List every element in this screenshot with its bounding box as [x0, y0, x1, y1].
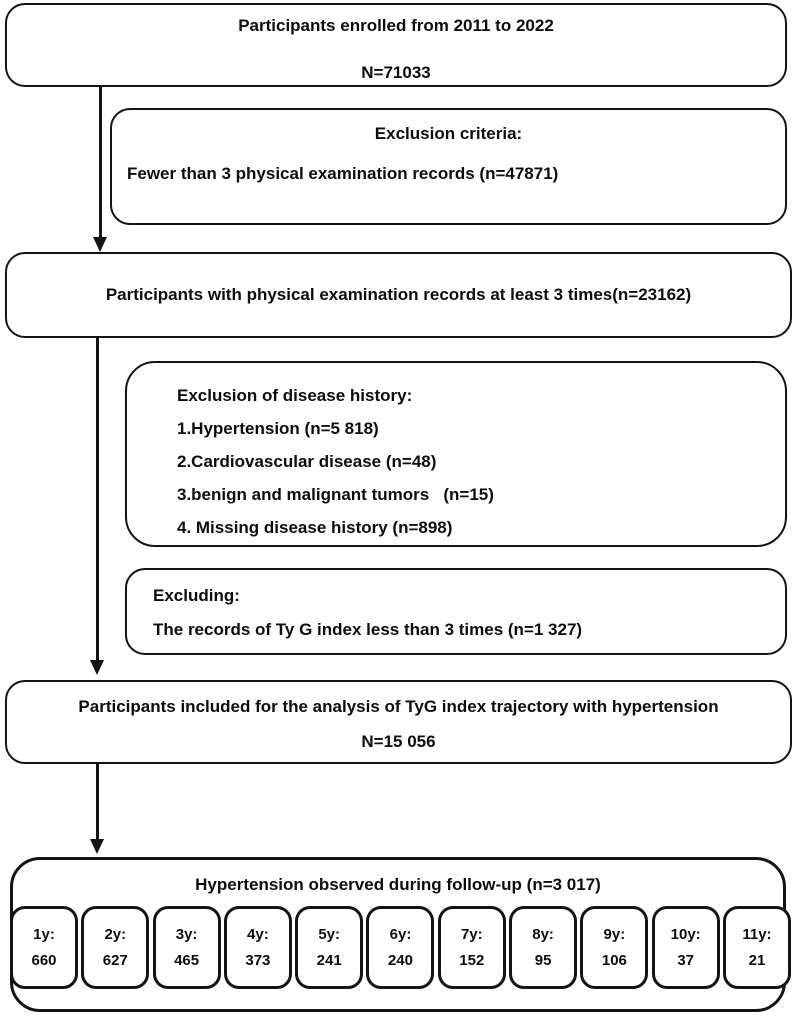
year-label: 3y: — [175, 926, 198, 943]
year-value: 240 — [387, 952, 413, 969]
exclusion-disease-item: 2.Cardiovascular disease (n=48) — [177, 452, 437, 471]
box-exam-title: Participants with physical examination r… — [105, 285, 692, 304]
year-label: 5y: — [318, 926, 341, 943]
exclusion-tyg-title: Excluding: — [153, 586, 240, 605]
year-value: 241 — [316, 952, 342, 969]
arrow-line-3 — [96, 762, 99, 840]
year-box-3: 3y: 465 — [152, 906, 221, 989]
arrow-line-1 — [99, 85, 102, 238]
arrowhead-down-icon — [90, 660, 104, 675]
year-label: 1y: — [33, 926, 55, 943]
year-box-10: 10y: 37 — [651, 906, 720, 989]
year-box-9: 9y: 106 — [580, 906, 649, 989]
year-label: 11y: — [742, 926, 772, 943]
year-label: 6y: — [389, 926, 412, 943]
box-enrolled: Participants enrolled from 2011 to 2022 … — [5, 3, 787, 87]
exclusion-disease-item: 1.Hypertension (n=5 818) — [177, 419, 379, 438]
box-exam-three-times: Participants with physical examination r… — [5, 252, 792, 338]
arrowhead-down-icon — [90, 839, 104, 854]
year-label: 2y: — [104, 926, 127, 943]
year-label: 7y: — [460, 926, 483, 943]
year-value: 373 — [245, 952, 271, 969]
year-value: 37 — [677, 952, 695, 969]
followup-year-row: 1y: 660 2y: 627 3y: 465 4y: 373 5y: 241 … — [10, 906, 791, 989]
year-value: 627 — [102, 952, 128, 969]
box-included-title: Participants included for the analysis o… — [78, 697, 719, 716]
box-included-count: N=15 056 — [361, 732, 436, 751]
exclusion-tyg-detail: The records of Ty G index less than 3 ti… — [153, 620, 583, 639]
box-exclusion-disease: Exclusion of disease history: 1.Hyperten… — [125, 361, 787, 547]
year-box-5: 5y: 241 — [295, 906, 364, 989]
year-value: 106 — [601, 952, 627, 969]
arrow-line-2 — [96, 336, 99, 661]
year-label: 9y: — [603, 926, 626, 943]
box-exclusion-records: Exclusion criteria: Fewer than 3 physica… — [110, 108, 787, 225]
year-label: 8y: — [532, 926, 554, 943]
exclusion-disease-item: 4. Missing disease history (n=898) — [177, 518, 453, 537]
year-value: 21 — [748, 952, 766, 969]
exclusion-records-title: Exclusion criteria: — [374, 124, 523, 143]
box-enrolled-count: N=71033 — [361, 63, 431, 82]
year-label: 10y: — [670, 926, 701, 943]
year-value: 95 — [534, 952, 552, 969]
year-box-6: 6y: 240 — [366, 906, 435, 989]
year-box-4: 4y: 373 — [223, 906, 292, 989]
year-box-1: 1y: 660 — [10, 906, 78, 989]
year-box-2: 2y: 627 — [81, 906, 150, 989]
box-included: Participants included for the analysis o… — [5, 680, 792, 764]
box-exclusion-tyg: Excluding: The records of Ty G index les… — [125, 568, 787, 655]
year-value: 660 — [31, 952, 57, 969]
arrowhead-down-icon — [93, 237, 107, 252]
box-followup: Hypertension observed during follow-up (… — [10, 857, 791, 1012]
box-enrolled-title: Participants enrolled from 2011 to 2022 — [238, 16, 554, 35]
year-box-11: 11y: 21 — [722, 906, 791, 989]
exclusion-records-detail: Fewer than 3 physical examination record… — [127, 164, 559, 183]
year-label: 4y: — [247, 926, 269, 943]
year-value: 152 — [459, 952, 485, 969]
year-box-7: 7y: 152 — [437, 906, 506, 989]
year-value: 465 — [174, 952, 200, 969]
exclusion-disease-title: Exclusion of disease history: — [177, 386, 413, 405]
year-box-8: 8y: 95 — [509, 906, 578, 989]
exclusion-disease-item: 3.benign and malignant tumors (n=15) — [177, 485, 494, 504]
followup-title: Hypertension observed during follow-up (… — [195, 875, 601, 894]
